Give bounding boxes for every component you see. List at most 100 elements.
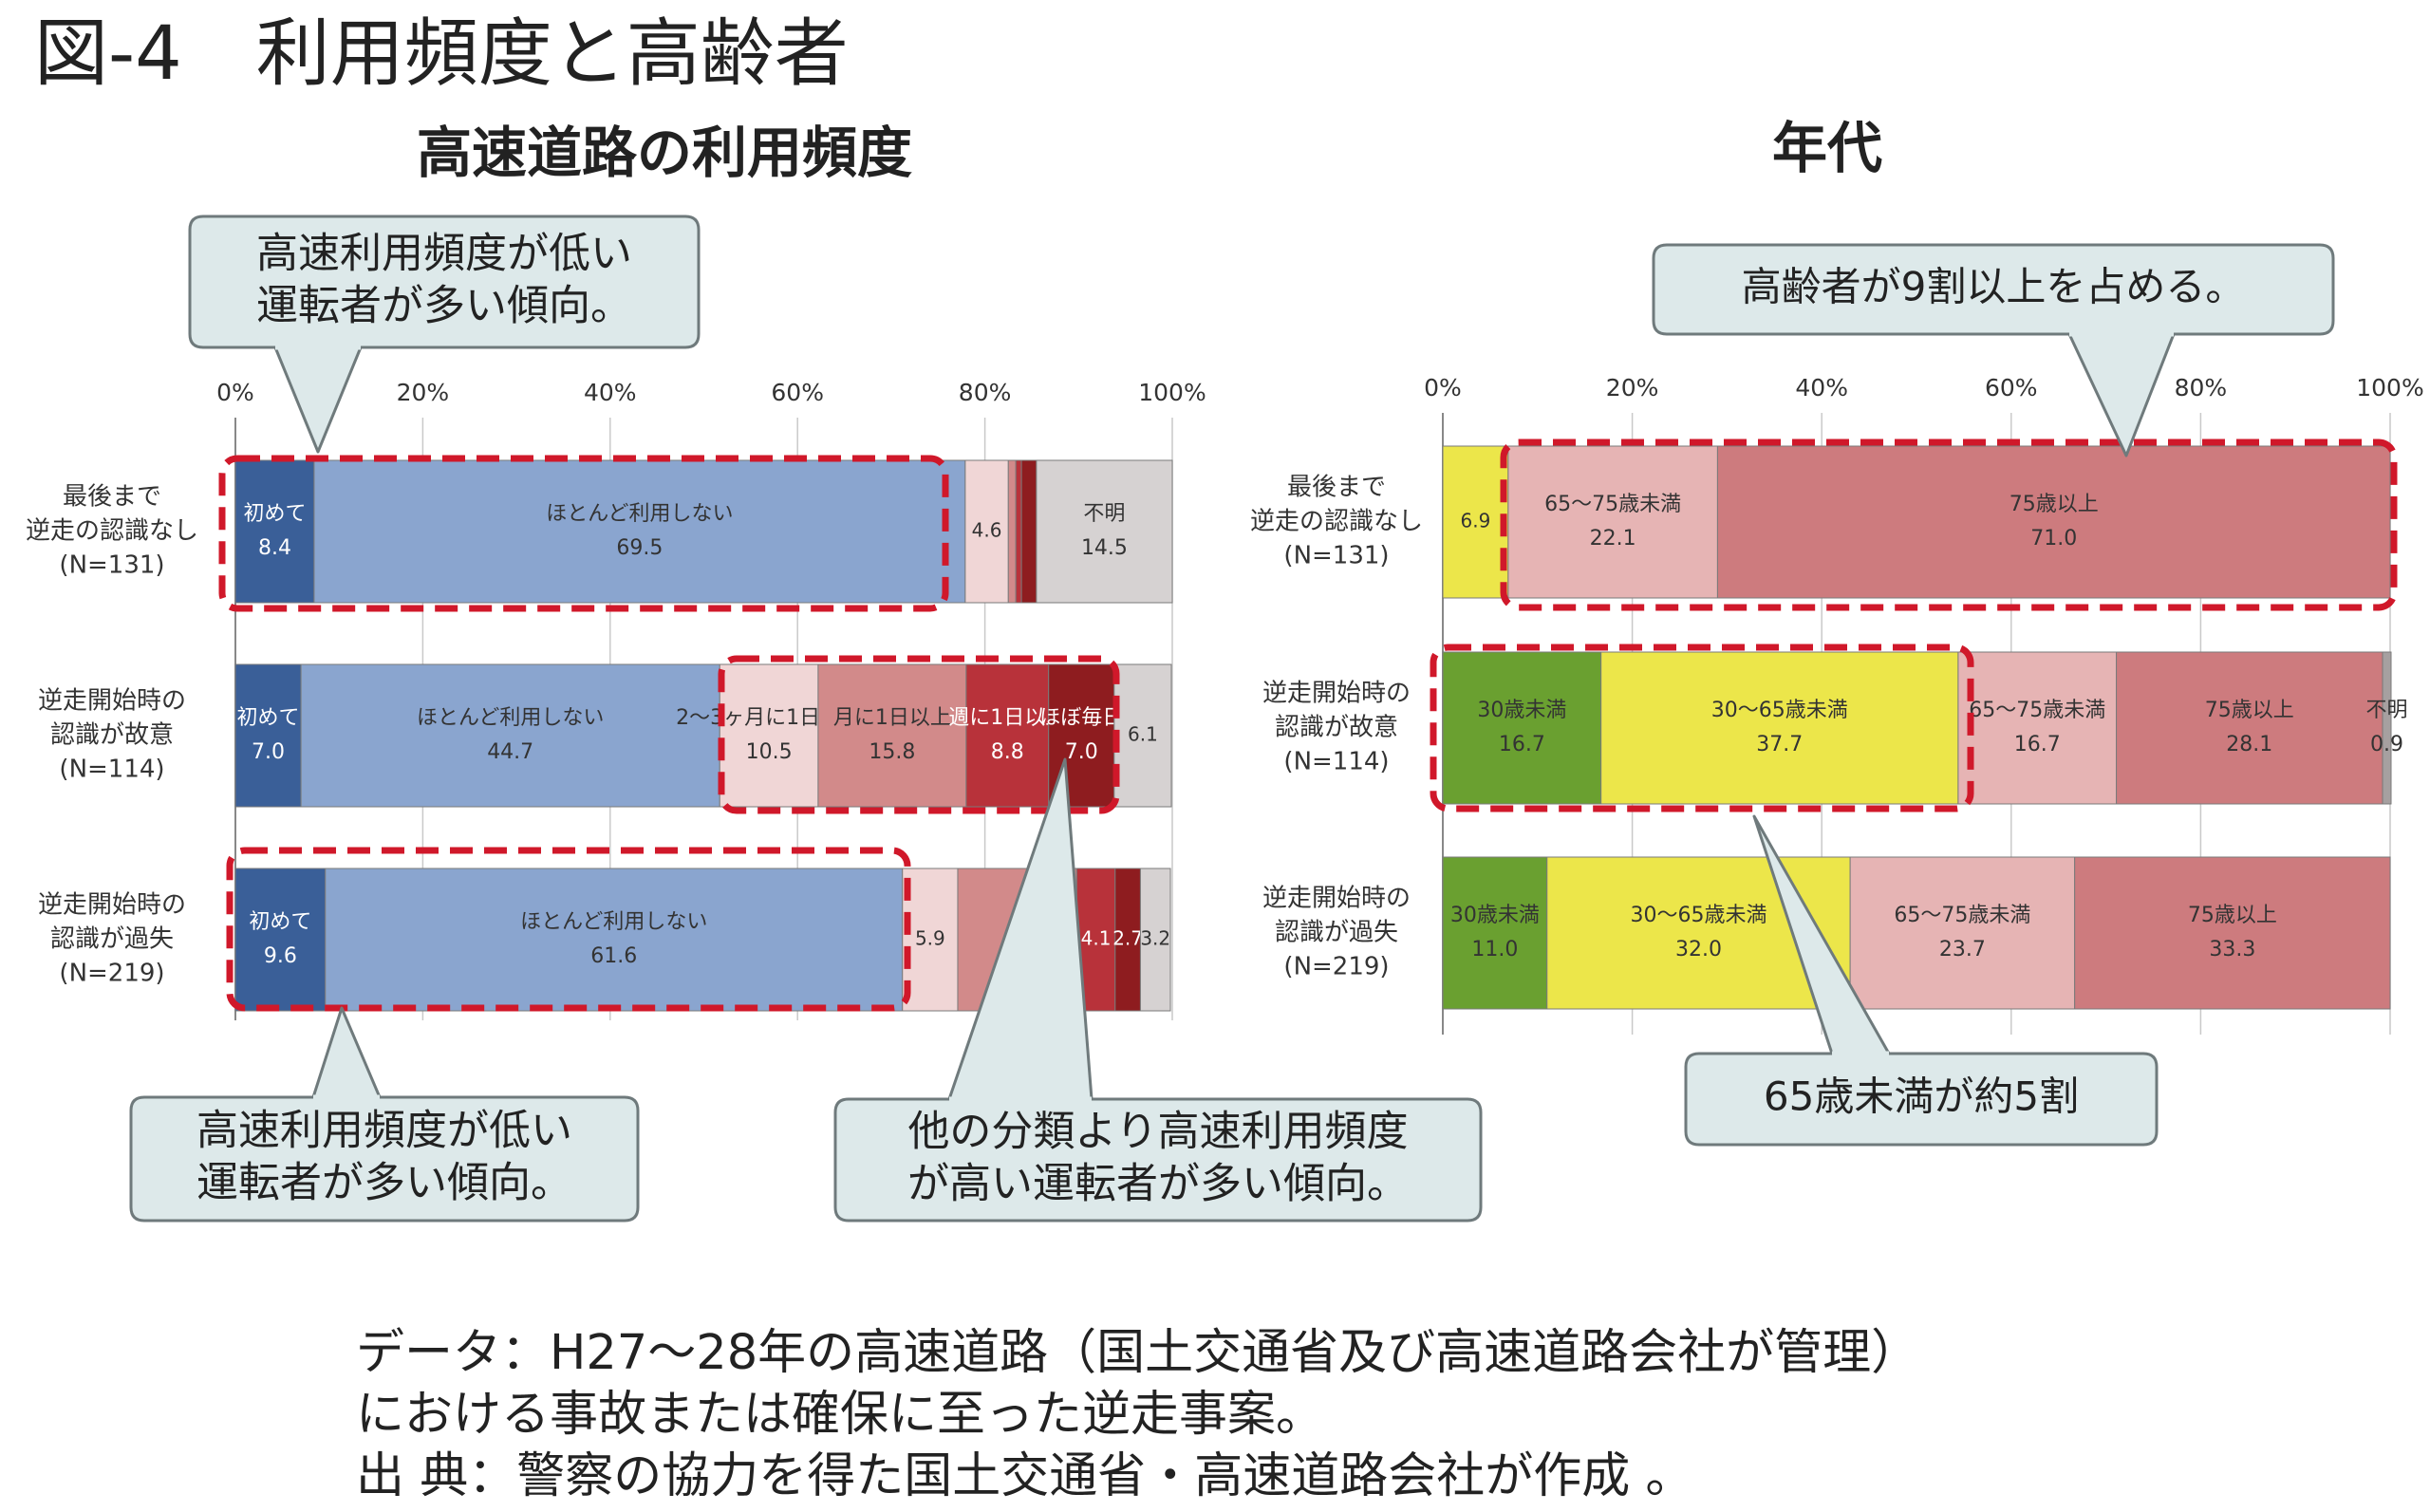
data-label: 10.5: [746, 740, 793, 764]
callout-text: 運転者が多い傾向。: [256, 282, 632, 330]
callout-text: が高い運転者が多い傾向。: [907, 1160, 1409, 1208]
x-tick-label: 0%: [216, 379, 254, 406]
data-label: 65～75歳未満: [1544, 493, 1681, 516]
x-tick-label: 80%: [959, 379, 1012, 406]
data-label: 初めて: [237, 706, 300, 730]
bar-segment: [1015, 459, 1022, 604]
x-tick-label: 60%: [771, 379, 824, 406]
data-label: 4.6: [972, 519, 1002, 542]
data-label: 30歳未満: [1450, 904, 1540, 927]
x-tick-label: 0%: [1424, 374, 1462, 401]
category-label: (N=131): [59, 551, 164, 580]
data-label: 週に1日以上: [948, 706, 1066, 730]
figure-title: 図-4 利用頻度と高齢者: [34, 11, 849, 97]
callout-pointer: [311, 1006, 382, 1099]
data-label: 65～75歳未満: [1969, 699, 2105, 722]
category-label: 認識が過失: [1275, 919, 1398, 947]
bar-segment: [1442, 856, 1548, 1010]
bar-segment: [325, 868, 904, 1012]
bar-segment: [1113, 663, 1172, 808]
bar-segment: [2116, 651, 2383, 805]
bar-segment: [817, 663, 967, 808]
source-line-3: 出 典：警察の協力を得た国土交通省・高速道路会社が作成 。: [356, 1448, 1694, 1504]
category-label: 逆走開始時の: [38, 891, 186, 920]
data-label: 0.9: [2370, 733, 2403, 756]
category-label: 逆走開始時の: [38, 687, 186, 716]
bar-segment: [1716, 445, 2391, 599]
data-label: 2.7: [1112, 927, 1143, 950]
data-label: 30歳未満: [1477, 699, 1566, 722]
category-label: 逆走の認識なし: [1250, 508, 1423, 536]
x-tick-label: 40%: [1795, 374, 1848, 401]
category-label: (N=219): [59, 960, 164, 988]
category-label: 最後まで: [1287, 474, 1386, 502]
bar-segment: [234, 868, 327, 1012]
category-label: 最後まで: [63, 483, 161, 512]
callout-right-top: 高齢者が9割以上を占める。: [1652, 243, 2335, 457]
data-label: 22.1: [1590, 527, 1636, 551]
data-label: 6.9: [1461, 510, 1491, 532]
x-tick-label: 60%: [1985, 374, 2038, 401]
category-label: (N=131): [1283, 542, 1389, 570]
data-label: 65～75歳未満: [1894, 904, 2030, 927]
source-line-1: データ：H27～28年の高速道路（国土交通省及び高速道路会社が管理）: [356, 1325, 1920, 1381]
data-label: 32.0: [1675, 938, 1722, 961]
bar-segment: [1114, 868, 1141, 1012]
bar-segment: [1442, 445, 1509, 599]
data-label: 不明: [2365, 699, 2407, 722]
category-label: 認識が故意: [50, 721, 174, 750]
callout-pointer: [2067, 332, 2176, 457]
data-label: 75歳以上: [2205, 699, 2294, 722]
bar-segment: [1849, 856, 2076, 1010]
data-label: 4.1: [1081, 927, 1112, 950]
data-label: 不明: [1083, 502, 1125, 526]
data-label: 6.1: [1128, 723, 1158, 746]
data-label: 75歳以上: [2188, 904, 2277, 927]
data-label: 11.0: [1471, 938, 1518, 961]
data-label: ほとんど利用しない: [417, 706, 604, 730]
data-label: 14.5: [1081, 536, 1128, 560]
data-label: 8.4: [258, 536, 291, 560]
data-label: ほぼ毎日: [1039, 706, 1123, 730]
x-tick-label: 80%: [2175, 374, 2228, 401]
x-tick-label: 20%: [1606, 374, 1659, 401]
data-label: 44.7: [487, 740, 533, 764]
callout-box: [1652, 243, 2335, 336]
data-label: 30～65歳未満: [1630, 904, 1766, 927]
callout-text: 高速利用頻度が低い: [256, 230, 632, 278]
callout-text: 65歳未満が約5割: [1764, 1073, 2079, 1120]
category-label: 認識が故意: [1275, 714, 1398, 742]
callout-box: [188, 215, 701, 349]
callout-box: [833, 1097, 1483, 1223]
callout-text: 高齢者が9割以上を占める。: [1742, 264, 2246, 310]
highlight-right-row1: [1500, 439, 2398, 611]
source-line-2: における事故または確保に至った逆走事案。: [356, 1387, 1325, 1443]
highlight-left-row3: [226, 847, 911, 1012]
data-label: ほとんど利用しない: [546, 502, 733, 526]
bar-segment: [300, 663, 720, 808]
x-tick-label: 40%: [584, 379, 637, 406]
data-label: 61.6: [590, 944, 637, 968]
data-label: 初めて: [243, 502, 306, 526]
data-label: 5.9: [915, 927, 945, 950]
bar-segment: [1036, 459, 1173, 604]
data-label: 16.7: [1499, 733, 1545, 756]
x-tick-label: 100%: [2356, 374, 2423, 401]
data-label: 7.0: [1065, 740, 1098, 764]
data-label: 3.2: [1140, 927, 1170, 950]
bar-segment: [2074, 856, 2391, 1010]
category-label: 認識が過失: [50, 925, 174, 954]
bar-segment: [1020, 459, 1037, 604]
data-label: 69.5: [616, 536, 663, 560]
bar-segment: [1442, 651, 1602, 805]
data-label: 16.7: [2014, 733, 2061, 756]
data-label: 月に1日以上: [833, 706, 951, 730]
highlight-left-row2: [718, 655, 1120, 814]
callout-right-bottom: 65歳未満が約5割: [1684, 814, 2159, 1147]
callout-box: [129, 1095, 640, 1223]
data-label: 8.8: [991, 740, 1024, 764]
